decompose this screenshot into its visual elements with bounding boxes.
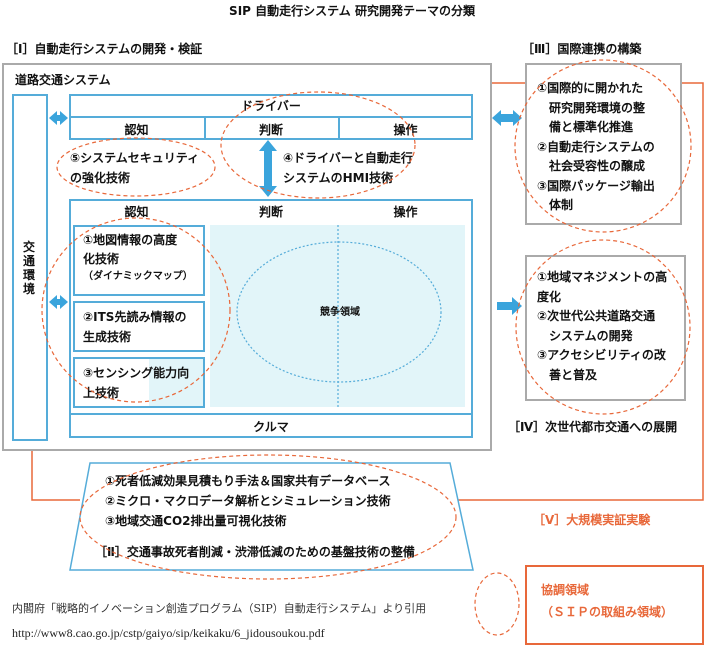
item3-line: ③センシング能力向	[83, 366, 190, 380]
item3-box: ③センシング能力向 上技術	[73, 357, 205, 408]
list-line: ②自動走行システムの	[537, 139, 655, 154]
driver-cell-operation: 操作	[393, 123, 418, 137]
divider	[70, 413, 472, 415]
citation: 内閣府「戦略的イノベーション創造プログラム（SIP）自動走行システム」より引用	[12, 602, 427, 615]
item1-line: （ダイナミックマップ）	[83, 271, 193, 282]
car-cell-judgment: 判断	[258, 205, 283, 219]
item1-line: 化技術	[83, 252, 120, 266]
right-arrow-icon	[497, 297, 522, 315]
traffic-env-label: 交通環境	[23, 240, 36, 296]
double-arrow-icon	[49, 295, 68, 309]
list-line: 度化	[537, 289, 562, 304]
driver-cell-recognition: 認知	[124, 123, 149, 137]
section5-label: ［Ⅴ］大規模実証実験	[533, 513, 651, 527]
section4-box	[525, 255, 686, 401]
cooperative-area-ellipse	[515, 239, 691, 415]
page-title: SIP 自動走行システム 研究開発テーマの分類	[229, 4, 475, 18]
cooperative-area-ellipse	[41, 217, 231, 403]
cooperative-area-ellipse	[514, 59, 692, 233]
divider	[70, 116, 472, 118]
item2-box: ②ITS先読み情報の 生成技術	[73, 301, 205, 352]
item5-text: ⑤システムセキュリティの強化技術	[70, 148, 199, 188]
traffic-env-box	[12, 94, 48, 441]
divider	[204, 117, 206, 139]
double-arrow-icon	[492, 110, 522, 126]
list-line: ①国際的に開かれた	[537, 81, 644, 95]
item1-box: ①地図情報の高度 化技術 （ダイナミックマップ）	[73, 225, 205, 296]
item5-line: ⑤システムセキュリティ	[70, 151, 200, 165]
car-cell-operation: 操作	[393, 205, 418, 219]
list-line: 善と普及	[537, 367, 598, 382]
cooperative-area-ellipse	[56, 137, 216, 197]
car-label: クルマ	[253, 420, 289, 434]
car-cell-recognition: 認知	[124, 205, 149, 219]
list-line: ①死者低減効果見積もり手法＆国家共有データベース	[105, 474, 391, 488]
competition-ellipse	[236, 241, 442, 383]
section2-list: ①死者低減効果見積もり手法＆国家共有データベース ②ミクロ・マクロデータ解析とシミ…	[105, 471, 391, 531]
divider	[338, 117, 340, 139]
driver-label: ドライバー	[241, 99, 301, 113]
vertical-double-arrow-icon	[259, 140, 277, 197]
list-line: ②次世代公共道路交通	[537, 309, 656, 323]
cooperative-area-ellipse	[79, 454, 457, 580]
competition-label: 競争領域	[320, 307, 360, 318]
legend-box: 協調領域 （ＳＩＰの取組み領域）	[525, 565, 704, 645]
item4-text: ④ドライバーと自動走行システムのHMI技術	[283, 148, 413, 188]
list-line: 研究開発環境の整	[537, 100, 646, 115]
legend-line: （ＳＩＰの取組み領域）	[541, 605, 674, 619]
item5-line: の強化技術	[70, 171, 131, 185]
item2-line: 生成技術	[83, 330, 132, 344]
legend-line: 協調領域	[541, 583, 590, 597]
list-line: ③地域交通CO2排出量可視化技術	[105, 514, 287, 528]
list-line: システムの開発	[537, 328, 633, 343]
item3-line: 上技術	[83, 386, 120, 400]
item2-line: ②ITS先読み情報の	[83, 310, 187, 324]
list-line: 備と標準化推進	[537, 120, 634, 134]
list-line: ③国際パッケージ輸出	[537, 178, 655, 193]
list-line: ③アクセシビリティの改	[537, 348, 666, 362]
section4-list: ①地域マネジメントの高度化 ②次世代公共道路交通 システムの開発 ③アクセシビリティ…	[537, 268, 685, 385]
item1-line: ①地図情報の高度	[83, 233, 178, 247]
legend-dashed-circle	[474, 572, 520, 636]
section3-list: ①国際的に開かれた 研究開発環境の整 備と標準化推進 ②自動走行システムの 社会受…	[537, 79, 655, 216]
item4-line: システムのHMI技術	[283, 171, 394, 185]
section1-label: ［Ⅰ］自動走行システムの開発・検証	[6, 42, 203, 56]
list-line: ①地域マネジメントの高	[537, 270, 668, 284]
section3-label: ［Ⅲ］国際連携の構築	[522, 42, 642, 56]
list-line: 社会受容性の醸成	[537, 159, 646, 173]
double-arrow-icon	[49, 111, 68, 125]
cooperative-area-ellipse	[220, 91, 416, 199]
system-label: 道路交通システム	[15, 73, 111, 87]
list-line: ②ミクロ・マクロデータ解析とシミュレーション技術	[105, 494, 391, 508]
section3-box	[525, 63, 682, 225]
section2-label: ［Ⅱ］交通事故死者削減・渋滞低減のための基盤技術の整備	[95, 545, 415, 559]
driver-cell-judgment: 判断	[258, 123, 283, 137]
list-line: 体制	[537, 198, 574, 212]
source-url[interactable]: http://www8.cao.go.jp/cstp/gaiyo/sip/kei…	[12, 626, 325, 640]
item4-line: ④ドライバーと自動走行	[283, 151, 413, 165]
competition-area	[210, 225, 465, 407]
section4-label: ［Ⅳ］次世代都市交通への展開	[508, 420, 678, 434]
